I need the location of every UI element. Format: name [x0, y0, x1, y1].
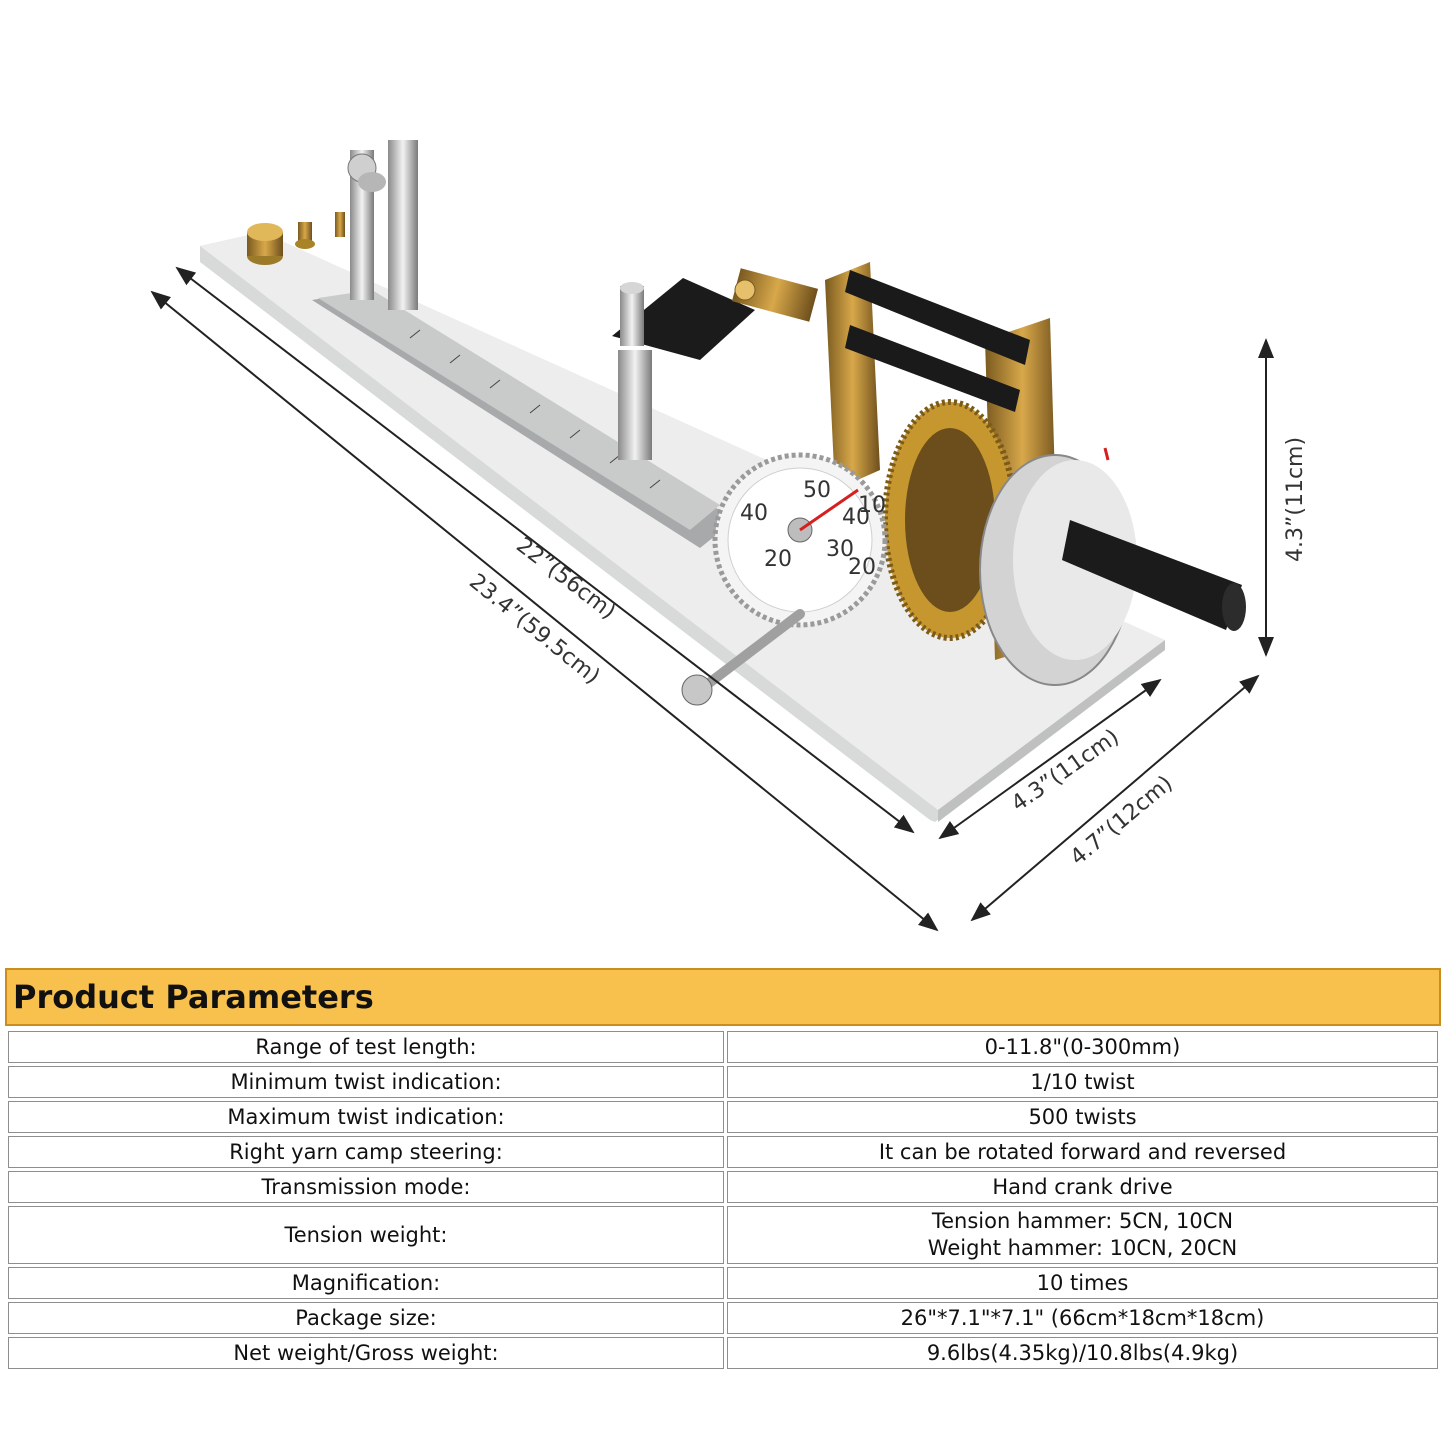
param-value-line: 1/10 twist	[1030, 1069, 1135, 1094]
width-outer-label: 4.7”(12cm)	[1066, 771, 1178, 871]
param-label: Maximum twist indication:	[8, 1101, 724, 1133]
param-label: Transmission mode:	[8, 1171, 724, 1203]
param-label: Range of test length:	[8, 1031, 724, 1063]
param-value: It can be rotated forward and reversed	[727, 1136, 1438, 1168]
table-row: Net weight/Gross weight: 9.6lbs(4.35kg)/1…	[8, 1337, 1438, 1369]
param-value: Tension hammer: 5CN, 10CN Weight hammer: …	[727, 1206, 1438, 1264]
param-value-line: 500 twists	[1028, 1104, 1137, 1129]
table-row: Range of test length: 0-11.8"(0-300mm)	[8, 1031, 1438, 1063]
table-row: Magnification: 10 times	[8, 1267, 1438, 1299]
param-value: Hand crank drive	[727, 1171, 1438, 1203]
param-value-line: Tension hammer: 5CN, 10CN	[931, 1209, 1234, 1233]
param-label: Minimum twist indication:	[8, 1066, 724, 1098]
param-value-line: Weight hammer: 10CN, 20CN	[927, 1236, 1238, 1260]
table-row: Tension weight:Tension hammer: 5CN, 10CN…	[8, 1206, 1438, 1264]
param-value: 0-11.8"(0-300mm)	[727, 1031, 1438, 1063]
twist-counter-dial: 50 10 40 30 20 20 40	[712, 452, 888, 628]
param-label: Net weight/Gross weight:	[8, 1337, 724, 1369]
left-yarn-clamp	[347, 140, 418, 310]
width-outer-arrow	[970, 674, 1260, 922]
table-row: Maximum twist indication: 500 twists	[8, 1101, 1438, 1133]
dial-number: 40	[842, 505, 870, 530]
param-value: 1/10 twist	[727, 1066, 1438, 1098]
length-outer-arrow	[150, 290, 939, 932]
table-row: Minimum twist indication: 1/10 twist	[8, 1066, 1438, 1098]
param-label: Tension weight:	[8, 1206, 724, 1264]
dial-number: 20	[764, 547, 792, 572]
dial-number: 40	[740, 501, 768, 526]
product-figure: 50 10 40 30 20 20 40 22”(56cm) 23.4”(59.…	[150, 140, 1308, 932]
param-value-line: 26"*7.1"*7.1" (66cm*18cm*18cm)	[900, 1305, 1265, 1330]
param-value-line: 0-11.8"(0-300mm)	[984, 1034, 1181, 1059]
table-row: Right yarn camp steering: It can be rotat…	[8, 1136, 1438, 1168]
twist-tester-illustration: 50 10 40 30 20 20 40 22”(56cm) 23.4”(59.…	[150, 140, 1308, 932]
parameters-header: Product Parameters	[5, 968, 1441, 1026]
param-value: 26"*7.1"*7.1" (66cm*18cm*18cm)	[727, 1302, 1438, 1334]
brass-weights	[247, 212, 345, 265]
dial-number: 50	[803, 478, 831, 503]
param-value-line: 10 times	[1036, 1270, 1129, 1295]
parameters-table: Range of test length: 0-11.8"(0-300mm) Mi…	[5, 1028, 1441, 1372]
dial-number: 20	[848, 555, 876, 580]
param-value: 10 times	[727, 1267, 1438, 1299]
param-label: Package size:	[8, 1302, 724, 1334]
product-parameters: Product Parameters Range of test length:…	[5, 968, 1441, 1372]
table-row: Package size: 26"*7.1"*7.1" (66cm*18cm*18…	[8, 1302, 1438, 1334]
table-row: Transmission mode: Hand crank drive	[8, 1171, 1438, 1203]
height-label: 4.3”(11cm)	[1283, 437, 1308, 562]
param-label: Magnification:	[8, 1267, 724, 1299]
param-value: 500 twists	[727, 1101, 1438, 1133]
param-value-line: Hand crank drive	[992, 1174, 1173, 1199]
param-value-line: 9.6lbs(4.35kg)/10.8lbs(4.9kg)	[926, 1340, 1239, 1365]
parameters-title: Product Parameters	[13, 978, 374, 1016]
param-value: 9.6lbs(4.35kg)/10.8lbs(4.9kg)	[727, 1337, 1438, 1369]
param-label: Right yarn camp steering:	[8, 1136, 724, 1168]
param-value-line: It can be rotated forward and reversed	[878, 1139, 1287, 1164]
